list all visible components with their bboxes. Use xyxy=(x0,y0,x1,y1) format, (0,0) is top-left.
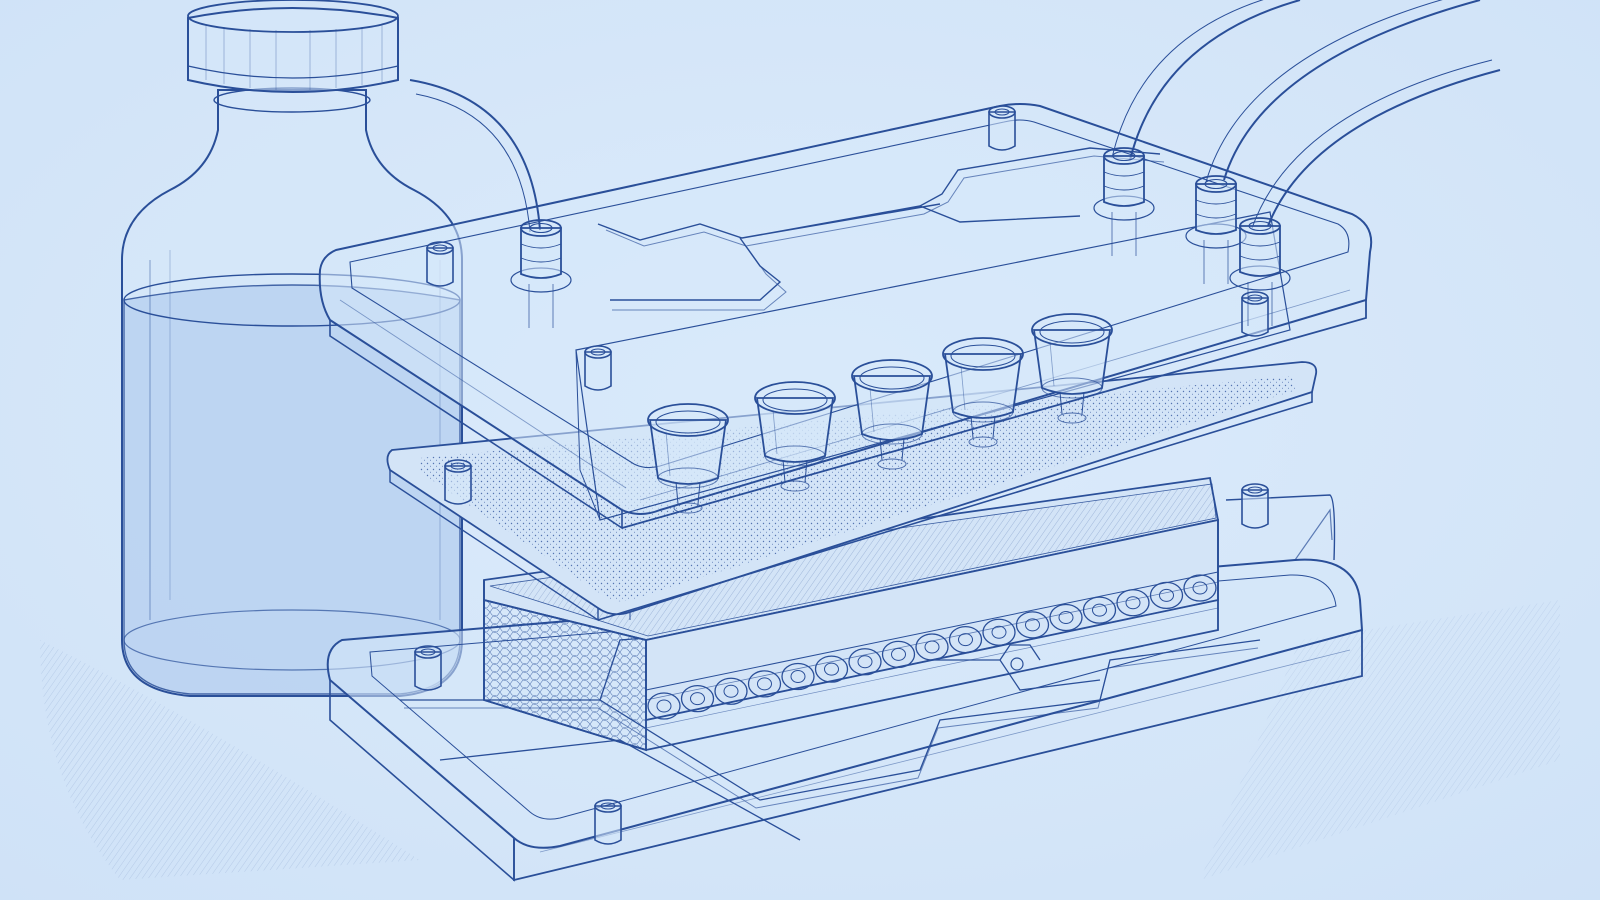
well xyxy=(1031,313,1113,424)
cell-row xyxy=(647,574,1217,720)
cell xyxy=(647,692,681,720)
alignment-post xyxy=(594,799,622,845)
tube-connector xyxy=(510,219,572,328)
cell xyxy=(881,640,916,669)
cell xyxy=(781,662,815,691)
cell xyxy=(1149,581,1184,610)
tube-connector xyxy=(1185,175,1247,284)
cell xyxy=(948,625,983,654)
cell xyxy=(814,655,849,683)
tube-connectors xyxy=(510,147,1291,328)
well xyxy=(942,337,1024,448)
ground-shadow-right xyxy=(1200,600,1560,880)
alignment-post xyxy=(988,105,1016,151)
alignment-post xyxy=(584,345,612,391)
cell xyxy=(1183,574,1217,602)
porous-membrane xyxy=(386,361,1318,622)
bottom-port xyxy=(1010,657,1024,671)
tube-right-2 xyxy=(1205,0,1481,183)
cell xyxy=(680,684,715,713)
top-layer-top-face xyxy=(318,103,1373,515)
top-microfluidic-layer xyxy=(318,103,1373,530)
cell xyxy=(1116,589,1150,617)
alignment-post xyxy=(1241,483,1269,529)
tube-right-1 xyxy=(1111,0,1301,161)
alignment-post xyxy=(414,645,442,691)
alignment-post xyxy=(426,241,454,287)
top-channel-network xyxy=(597,147,1161,301)
cell xyxy=(1082,596,1117,624)
alignment-post xyxy=(1241,291,1269,337)
well-tray xyxy=(575,211,1291,521)
bottle-cap xyxy=(187,7,399,93)
inlet-tubing xyxy=(409,0,1501,233)
tube-connector xyxy=(1229,217,1291,326)
cell xyxy=(982,618,1016,646)
cell xyxy=(714,677,748,705)
well xyxy=(647,403,729,514)
tube-connector xyxy=(1093,147,1155,256)
tube-right-3 xyxy=(1251,59,1501,229)
cell-culture-wells xyxy=(647,313,1113,514)
cell xyxy=(1049,603,1083,632)
tube-left xyxy=(409,79,541,233)
alignment-posts xyxy=(414,105,1269,845)
well xyxy=(851,359,933,470)
ground-shadow xyxy=(40,640,420,880)
cell xyxy=(848,648,882,676)
cell xyxy=(915,633,949,661)
cell xyxy=(1015,611,1050,639)
well xyxy=(754,381,836,492)
membrane-pores xyxy=(420,376,1296,602)
cell xyxy=(747,670,782,698)
alignment-post xyxy=(444,459,472,505)
